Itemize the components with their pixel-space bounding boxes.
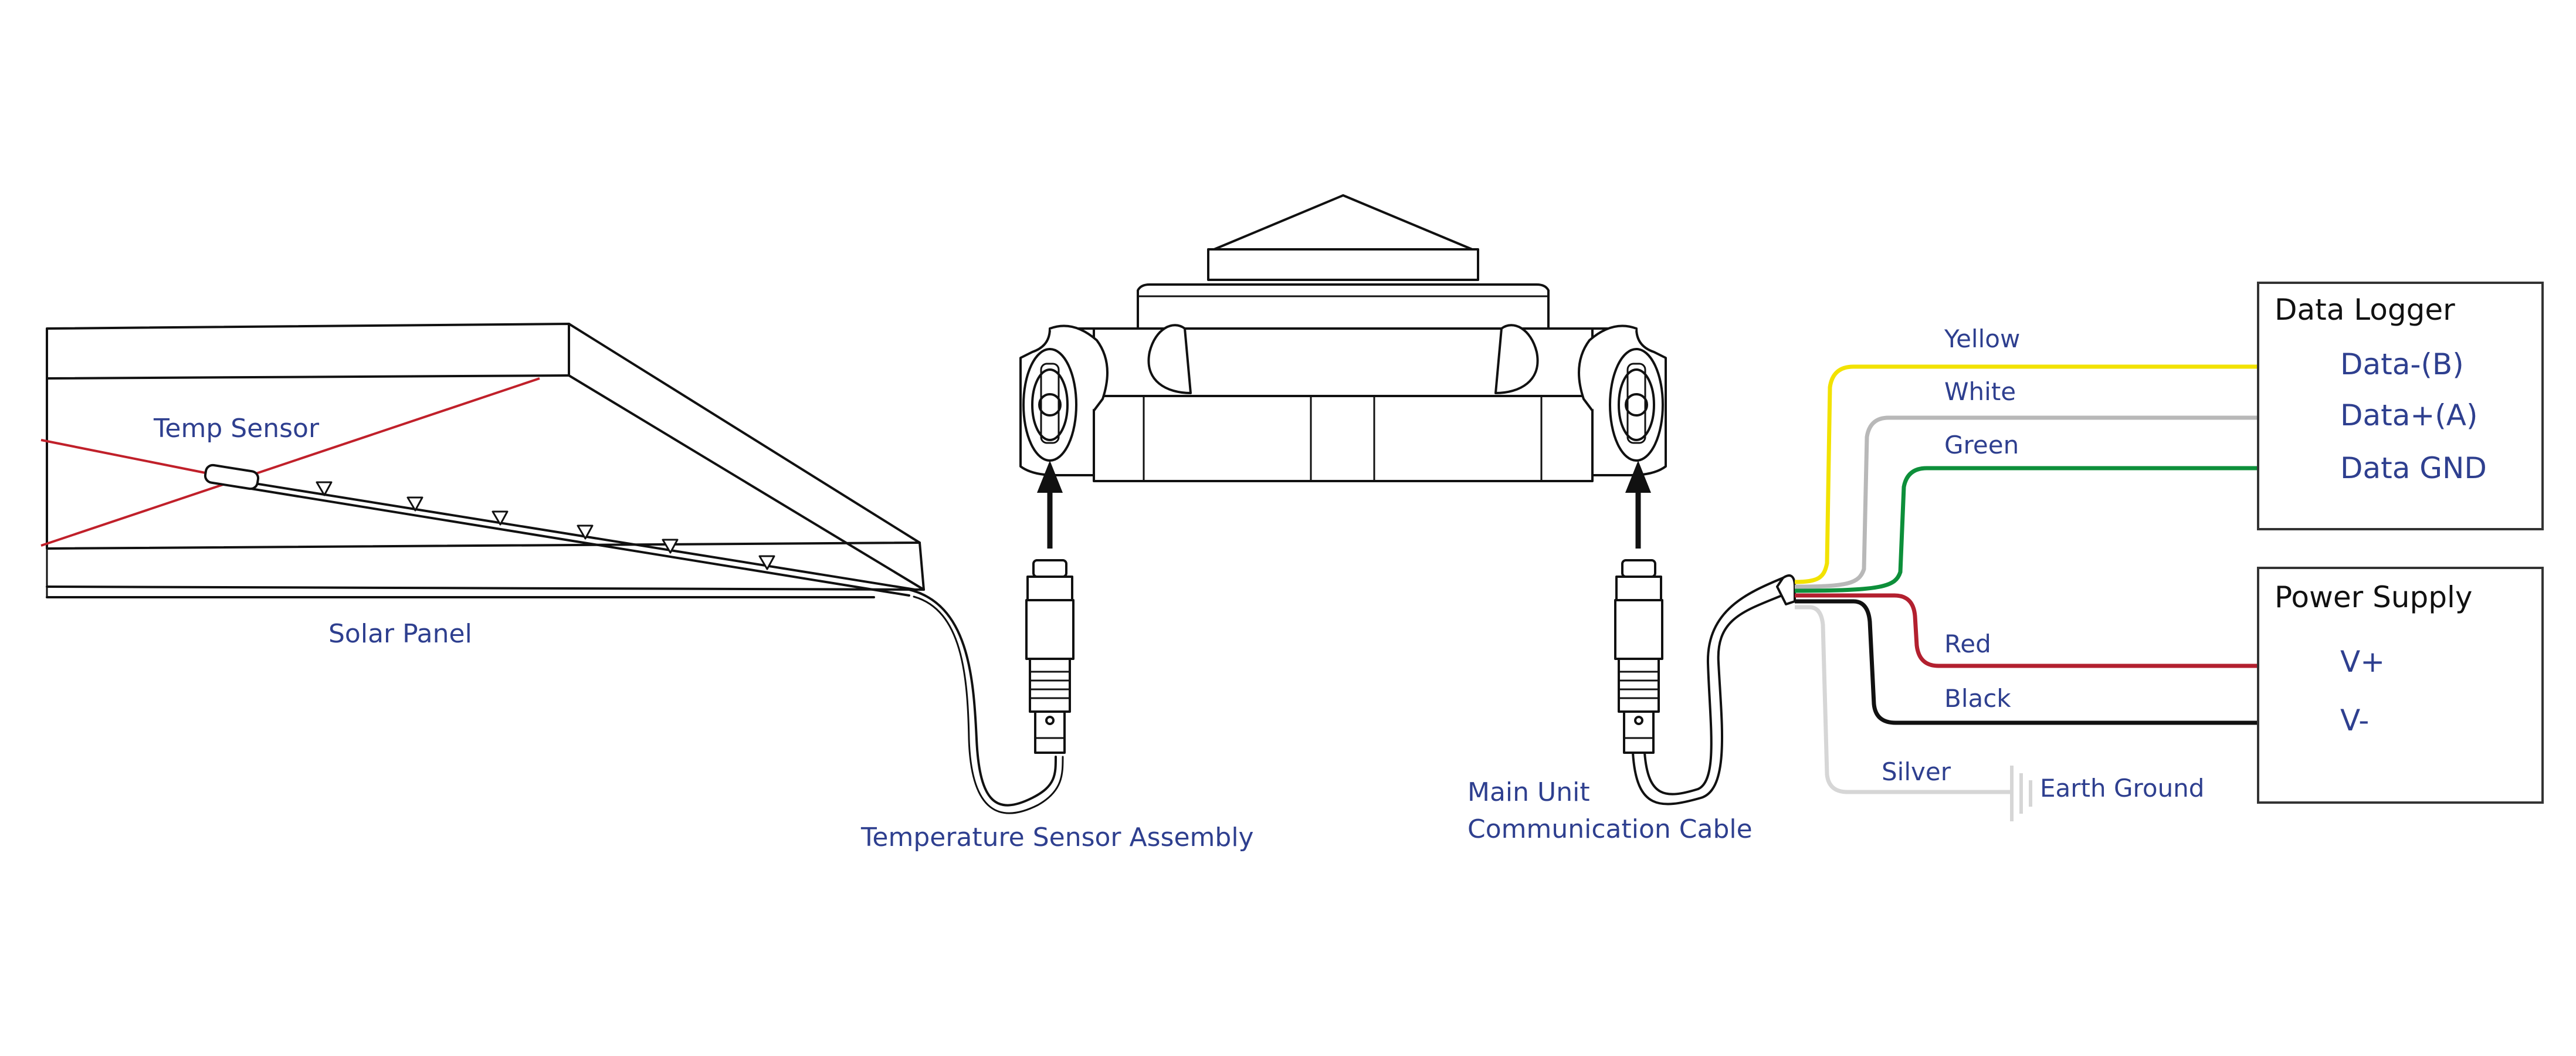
wire-label-black: Black <box>1944 684 2011 713</box>
main-cable-label-line1: Main Unit <box>1467 777 1590 807</box>
wire-silver <box>1795 605 2011 794</box>
data-logger-terminal-b: Data-(B) <box>2340 347 2464 381</box>
wire-label-silver: Silver <box>1882 757 1951 786</box>
left-port <box>1022 348 1077 462</box>
solar-panel-label: Solar Panel <box>328 619 472 649</box>
main-communication-cable <box>1632 574 1796 805</box>
power-supply-box <box>2257 567 2544 804</box>
sensor-placement-lines <box>40 377 540 547</box>
data-logger-box <box>2257 282 2544 530</box>
temp-sensor-connector <box>1025 559 1075 754</box>
temp-sensor-cable <box>204 463 1064 814</box>
data-logger-terminal-gnd: Data GND <box>2340 451 2487 485</box>
main-unit <box>1019 194 1667 482</box>
main-unit-connector <box>1614 559 1663 754</box>
main-cable-label-line2: Communication Cable <box>1467 814 1753 844</box>
power-supply-title: Power Supply <box>2275 580 2472 614</box>
solar-panel <box>46 323 925 598</box>
earth-ground-label: Earth Ground <box>2040 774 2204 803</box>
power-supply-terminal-vplus: V+ <box>2340 645 2385 679</box>
wire-black <box>1795 599 2258 725</box>
insert-arrows <box>1037 461 1651 549</box>
data-logger-terminal-a: Data+(A) <box>2340 398 2478 432</box>
earth-ground-symbol <box>2010 766 2032 821</box>
wire-label-white: White <box>1944 377 2016 406</box>
wire-label-red: Red <box>1944 629 1991 658</box>
wire-label-green: Green <box>1944 431 2019 459</box>
wire-white <box>1794 415 2258 589</box>
wire-yellow <box>1794 364 2258 584</box>
temp-sensor-label: Temp Sensor <box>153 414 320 444</box>
wire-label-yellow: Yellow <box>1944 324 2020 353</box>
wires <box>1794 364 2258 794</box>
wire-red <box>1795 593 2258 668</box>
data-logger-title: Data Logger <box>2275 293 2455 327</box>
right-port <box>1609 348 1664 462</box>
wire-green <box>1794 466 2258 593</box>
power-supply-terminal-vminus: V- <box>2340 703 2369 737</box>
temp-assembly-label: Temperature Sensor Assembly <box>860 823 1254 852</box>
